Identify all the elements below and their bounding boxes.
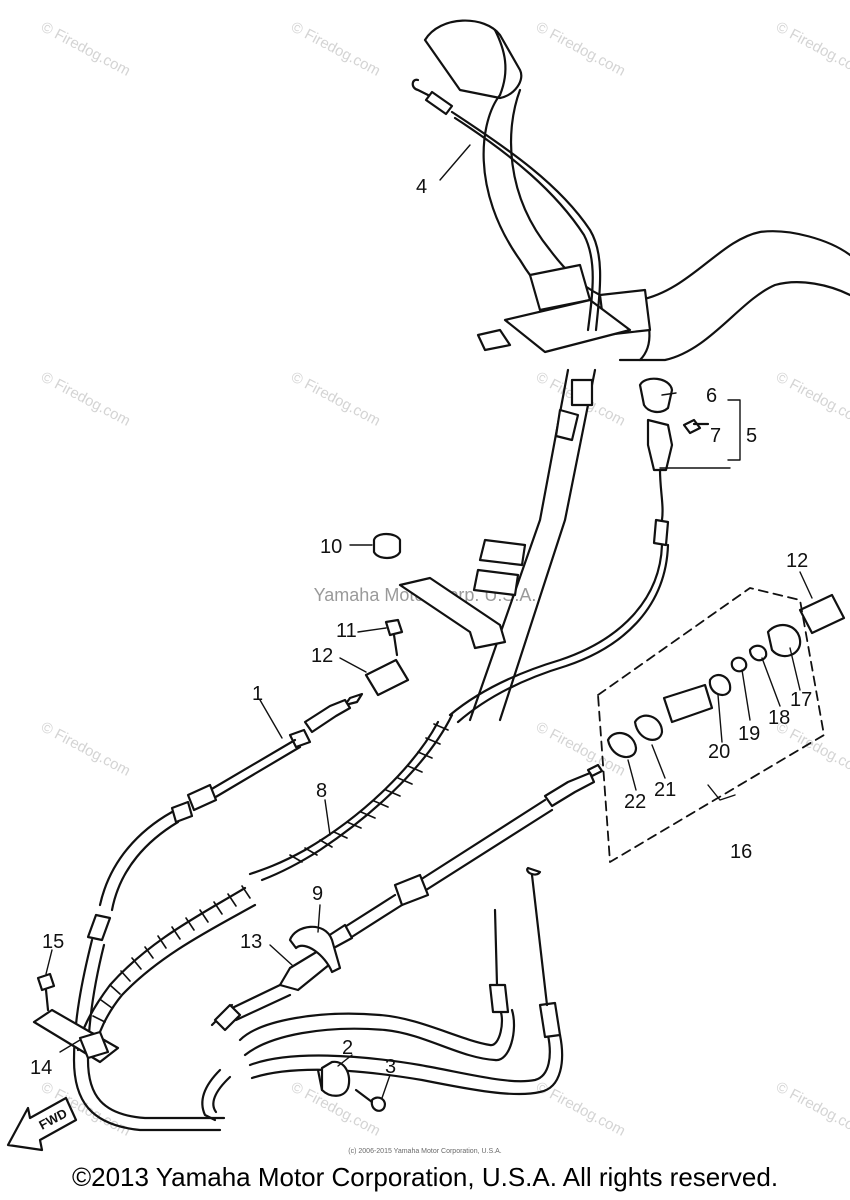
tiny-notice: (c) 2006-2015 Yamaha Motor Corporation, … (348, 1148, 502, 1155)
watermark: © Firedog.com (38, 719, 133, 780)
label-12-right: 12 (786, 550, 808, 572)
label-11: 11 (336, 620, 357, 642)
screw-15 (36, 972, 56, 1012)
label-19: 19 (738, 723, 760, 745)
label-7: 7 (710, 425, 721, 447)
watermark: © Firedog.com (38, 19, 133, 80)
label-14: 14 (30, 1057, 52, 1079)
label-4: 4 (416, 176, 427, 198)
label-13: 13 (240, 931, 262, 953)
label-1: 1 (252, 683, 263, 705)
label-20: 20 (708, 741, 730, 763)
bolt-11 (384, 618, 404, 657)
label-8: 8 (316, 780, 327, 802)
label-6: 6 (706, 385, 717, 407)
bracket-14 (32, 1008, 120, 1064)
label-22: 22 (624, 791, 646, 813)
label-3: 3 (385, 1056, 396, 1078)
cable-5 (448, 377, 710, 724)
grommet-10 (372, 532, 402, 560)
sleeve-12-right (798, 593, 846, 635)
watermark: © Firedog.com (773, 19, 850, 80)
fwd-arrow (6, 1096, 78, 1152)
label-15: 15 (42, 931, 64, 953)
label-16: 16 (730, 841, 752, 863)
sleeve-12-left (364, 658, 410, 697)
watermark: © Firedog.com (533, 19, 628, 80)
spiral-wrap-pattern (87, 723, 449, 1037)
watermark: © Firedog.com (533, 1079, 628, 1140)
label-12-left: 12 (311, 645, 333, 667)
label-2: 2 (342, 1037, 353, 1059)
label-10: 10 (320, 536, 342, 558)
leader-lines (45, 144, 813, 1099)
watermark: © Firedog.com (38, 369, 133, 430)
label-21: 21 (654, 779, 676, 801)
label-9: 9 (312, 883, 323, 905)
watermark: © Firedog.com (773, 1079, 850, 1140)
steering-column (398, 368, 597, 722)
watermark: © Firedog.com (288, 19, 383, 80)
screw-3 (354, 1088, 386, 1112)
label-17: 17 (790, 689, 812, 711)
cable-1 (72, 692, 364, 1132)
copyright-footer: ©2013 Yamaha Motor Corporation, U.S.A. A… (71, 1162, 779, 1192)
watermark: © Firedog.com (773, 369, 850, 430)
clamp-2 (316, 1060, 351, 1097)
kit-16 (597, 587, 825, 863)
label-5: 5 (746, 425, 757, 447)
handlebar-clamp (476, 263, 652, 354)
watermark-layer: © Firedog.com © Firedog.com © Firedog.com ©… (38, 19, 850, 1140)
lower-cables (201, 866, 564, 1122)
label-18: 18 (768, 707, 790, 729)
watermark: © Firedog.com (288, 369, 383, 430)
cable-4 (411, 78, 602, 332)
cable-13 (210, 763, 604, 1027)
